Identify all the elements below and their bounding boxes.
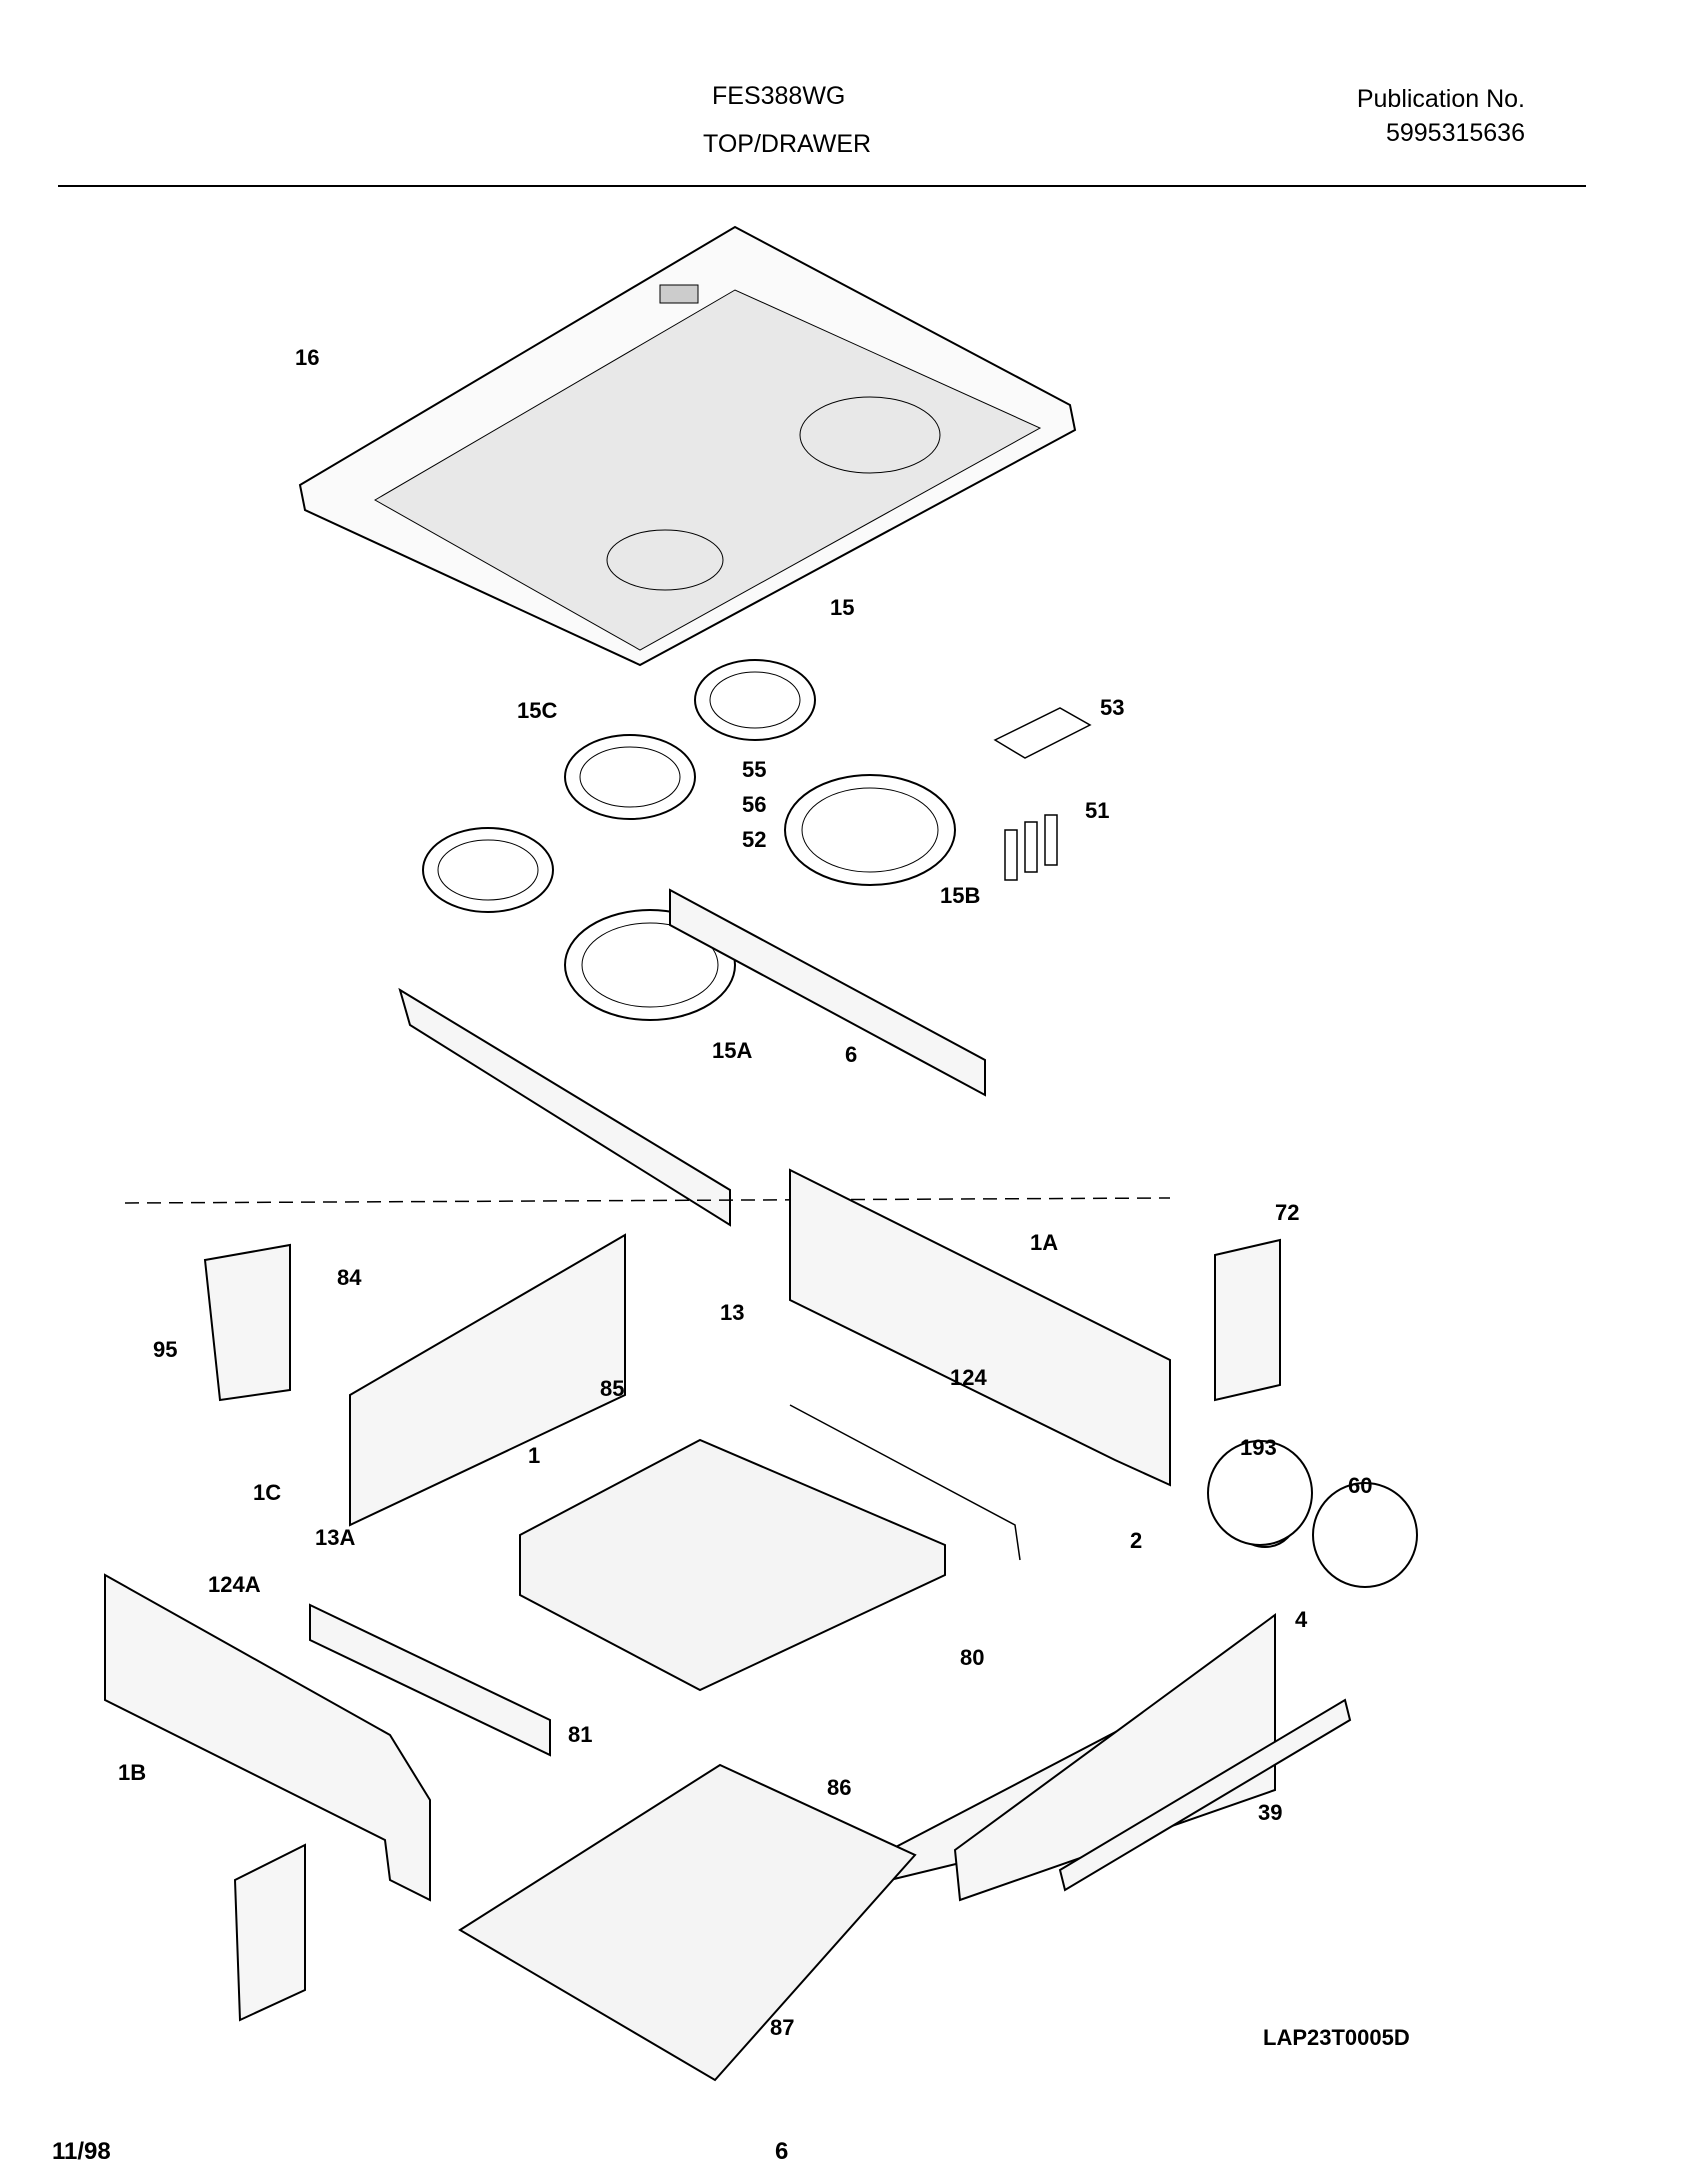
callout-80: 80: [960, 1645, 984, 1670]
callout-6: 6: [845, 1042, 857, 1067]
cooktop-glass-drawing: [298, 225, 1077, 667]
callout-4: 4: [1295, 1607, 1308, 1632]
callout-85: 85: [600, 1376, 624, 1401]
callout-81: 81: [568, 1722, 592, 1747]
callout-15: 15: [830, 595, 854, 620]
callout-51: 51: [1085, 798, 1109, 823]
callout-124: 124: [950, 1365, 987, 1390]
drawer-assembly-drawing: [104, 1168, 1418, 2082]
footer-date: 11/98: [52, 2138, 111, 2165]
callout-1: 1: [528, 1443, 540, 1468]
callout-87: 87: [770, 2015, 794, 2040]
callout-193: 193: [1240, 1435, 1277, 1460]
callout-53: 53: [1100, 695, 1124, 720]
callout-13: 13: [720, 1300, 744, 1325]
support-rails-drawing: [398, 888, 986, 1227]
callout-39: 39: [1258, 1800, 1282, 1825]
callout-55: 55: [742, 757, 766, 782]
callout-1c: 1C: [253, 1480, 281, 1505]
page-number: 6: [775, 2138, 789, 2165]
callout-15a: 15A: [712, 1038, 752, 1063]
publication-label: Publication No.: [1356, 85, 1525, 113]
callout-2: 2: [1130, 1528, 1142, 1553]
callout-86: 86: [827, 1775, 851, 1800]
callout-15b: 15B: [940, 883, 980, 908]
callout-95: 95: [153, 1337, 177, 1362]
publication-block: Publication No. 5995315636: [1357, 82, 1525, 150]
header-rule: [58, 185, 1586, 187]
callout-16: 16: [295, 345, 319, 370]
callout-1b: 1B: [118, 1760, 146, 1785]
section-title: TOP/DRAWER: [703, 130, 872, 158]
model-number: FES388WG: [712, 82, 846, 110]
callout-124a: 124A: [208, 1572, 261, 1597]
callout-84: 84: [337, 1265, 362, 1290]
callout-52: 52: [742, 827, 766, 852]
callout-13a: 13A: [315, 1525, 355, 1550]
callout-60: 60: [1348, 1473, 1372, 1498]
publication-number: 5995315636: [1385, 119, 1525, 147]
diagram-code: LAP23T0005D: [1263, 2025, 1410, 2050]
part-callouts: 16 15 15C 53 55 56 52 51 15B 15A 6 72 1A…: [118, 345, 1372, 2040]
callout-15c: 15C: [517, 698, 557, 723]
callout-1a: 1A: [1030, 1230, 1058, 1255]
callout-72: 72: [1275, 1200, 1299, 1225]
callout-56: 56: [742, 792, 766, 817]
burner-elements-drawing: [422, 659, 1092, 1021]
